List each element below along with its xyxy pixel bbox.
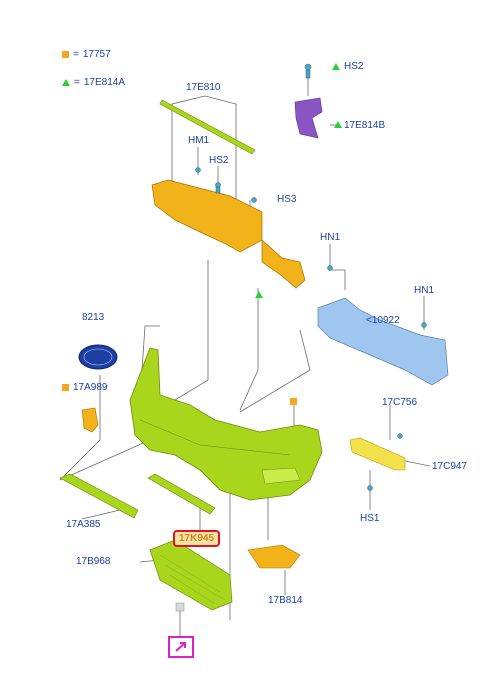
orange-square-icon	[62, 51, 69, 58]
label-17C756[interactable]: 17C756	[382, 397, 418, 408]
green-triangle-icon	[62, 79, 70, 86]
purple-clip	[294, 97, 323, 139]
label-HN1-right[interactable]: HN1	[414, 285, 435, 296]
ford-emblem	[78, 344, 118, 370]
legend-triangle-row: =17E814A	[62, 77, 125, 88]
upper-bar	[159, 99, 256, 155]
upper-bracket	[151, 179, 263, 253]
legend-square-row: =17757	[62, 49, 111, 60]
label-10922[interactable]: <10922	[366, 315, 400, 326]
nav-link-box[interactable]	[168, 636, 194, 658]
label-8213[interactable]: 8213	[82, 312, 105, 323]
label-17C947[interactable]: 17C947	[432, 461, 468, 472]
label-HS2-mid[interactable]: HS2	[209, 155, 229, 166]
label-17K945-highlight[interactable]: 17K945	[173, 530, 221, 547]
label-17A989[interactable]: 17A989	[73, 382, 108, 393]
label-HS3[interactable]: HS3	[277, 194, 297, 205]
label-17E814B[interactable]: 17E814B	[344, 120, 386, 131]
bumper-beam	[317, 297, 449, 386]
label-HN1-left[interactable]: HN1	[320, 232, 341, 243]
bumper-cover	[129, 347, 323, 501]
label-HS1[interactable]: HS1	[360, 513, 380, 524]
label-17B968[interactable]: 17B968	[76, 556, 111, 567]
grille-strip	[147, 473, 216, 515]
label-HM1[interactable]: HM1	[188, 135, 210, 146]
orange-square-icon	[62, 384, 69, 391]
legend-triangle-code: 17E814A	[83, 77, 125, 88]
fasteners	[195, 63, 427, 491]
upper-bracket-arm	[261, 239, 306, 289]
legend-square-code: 17757	[82, 49, 111, 60]
orange-square-icon	[290, 398, 297, 405]
green-triangle-icon	[334, 121, 342, 128]
label-17B814[interactable]: 17B814	[268, 595, 303, 606]
arrow-up-right-icon	[175, 642, 186, 652]
green-triangle-icon	[255, 291, 263, 298]
label-17E810[interactable]: 17E810	[186, 82, 221, 93]
label-17A385[interactable]: 17A385	[66, 519, 101, 530]
green-triangle-icon	[332, 63, 340, 70]
label-17A989-row[interactable]: 17A989	[62, 382, 107, 393]
lower-side-strip	[59, 473, 139, 519]
deflector	[349, 437, 406, 471]
label-HS2-top[interactable]: HS2	[344, 61, 364, 72]
lower-bracket	[247, 544, 301, 569]
side-bracket	[81, 407, 99, 433]
lower-grille	[149, 539, 233, 611]
